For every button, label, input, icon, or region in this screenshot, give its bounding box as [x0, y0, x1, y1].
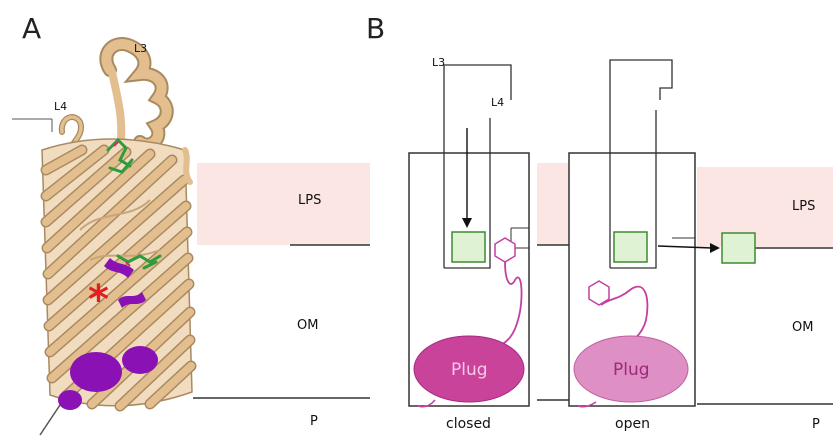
open-substrate-inside — [613, 231, 648, 263]
ligand-sidechains — [106, 137, 162, 270]
panel-b-label-l3: L3 — [432, 56, 445, 69]
open-plug — [573, 335, 689, 403]
open-hexagon — [588, 280, 610, 306]
panel-a-label-om: OM — [297, 318, 318, 333]
panel-b-letter: B — [366, 12, 385, 45]
open-transporter: Plug — [568, 59, 756, 408]
panel-b-lps-band-middle — [537, 163, 569, 245]
panel-b-lps-band-right — [697, 167, 833, 247]
closed-substrate — [451, 231, 486, 263]
open-substrate-outside — [721, 232, 756, 264]
panel-b: B Plug — [366, 12, 833, 432]
panel-b-label-om: OM — [792, 320, 813, 335]
panel-a-label-l4: L4 — [54, 100, 67, 113]
closed-plug — [413, 335, 525, 403]
closed-hexagon — [494, 237, 516, 263]
open-plug-label: Plug — [613, 360, 650, 380]
panel-a-label-lps: LPS — [298, 193, 321, 208]
panel-a-letter: A — [22, 12, 41, 45]
panel-a-lps-band — [197, 163, 370, 245]
panel-b-label-p: P — [812, 417, 820, 432]
panel-b-label-lps: LPS — [792, 199, 815, 214]
plug-helices — [58, 258, 158, 410]
panel-a-label-l3: L3 — [134, 42, 147, 55]
highlight-asterisk: * — [88, 277, 109, 323]
closed-plug-label: Plug — [451, 360, 488, 380]
state-label-open: open — [615, 416, 650, 432]
panel-a: A — [12, 12, 370, 436]
state-label-closed: closed — [446, 416, 491, 432]
panel-a-label-p: P — [310, 414, 318, 429]
protein-barrel — [39, 37, 197, 436]
panel-b-label-l4: L4 — [491, 96, 504, 109]
closed-transporter: Plug — [408, 64, 530, 408]
